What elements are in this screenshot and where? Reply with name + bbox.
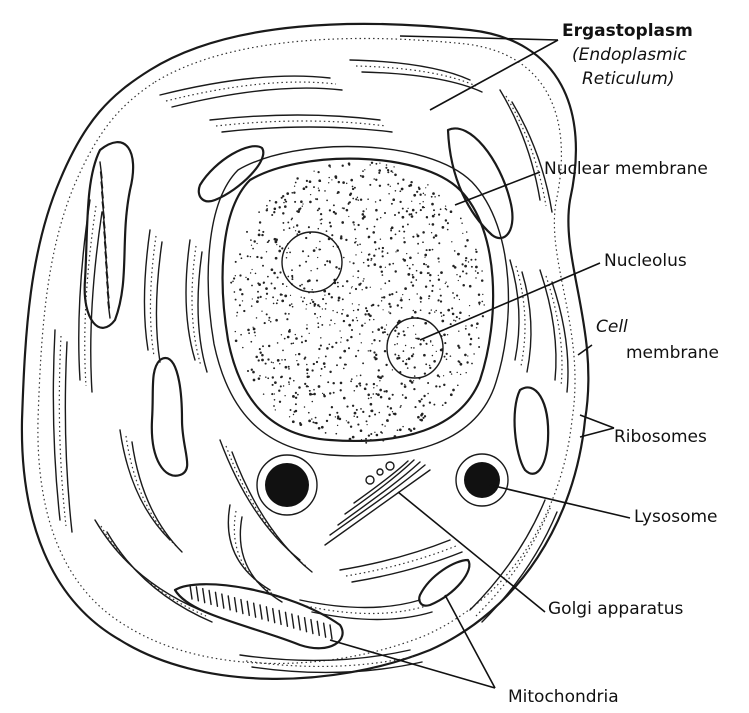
label-mitochondria: Mitochondria bbox=[508, 688, 619, 708]
leader-lines bbox=[330, 36, 630, 688]
chromatin-stipple bbox=[230, 162, 485, 444]
label-golgi-apparatus: Golgi apparatus bbox=[548, 600, 683, 620]
nucleolus-upper bbox=[282, 232, 342, 292]
label-reticulum: Reticulum) bbox=[582, 70, 674, 90]
mitochondrion-upper-right bbox=[448, 128, 512, 238]
mitochondrion-mid-left bbox=[152, 358, 187, 476]
mitochondrion-upper bbox=[199, 146, 264, 201]
mitochondrion-right-bottom bbox=[419, 560, 469, 606]
label-ribosomes: Ribosomes bbox=[614, 428, 707, 448]
label-lysosome: Lysosome bbox=[634, 508, 718, 528]
mitochondrion-mid-right bbox=[515, 387, 549, 473]
label-cell: Cell bbox=[596, 318, 628, 338]
label-endoplasmic: (Endoplasmic bbox=[572, 46, 687, 66]
label-ergastoplasm: Ergastoplasm bbox=[562, 22, 693, 42]
nucleolus bbox=[387, 318, 443, 378]
lysosome bbox=[464, 462, 500, 498]
label-nuclear-membrane: Nuclear membrane bbox=[544, 160, 708, 180]
label-nucleolus: Nucleolus bbox=[604, 252, 687, 272]
golgi-apparatus bbox=[325, 460, 430, 545]
lysosome-left bbox=[265, 463, 309, 507]
label-cell-membrane: membrane bbox=[626, 344, 719, 364]
nucleus-outline bbox=[223, 159, 494, 441]
